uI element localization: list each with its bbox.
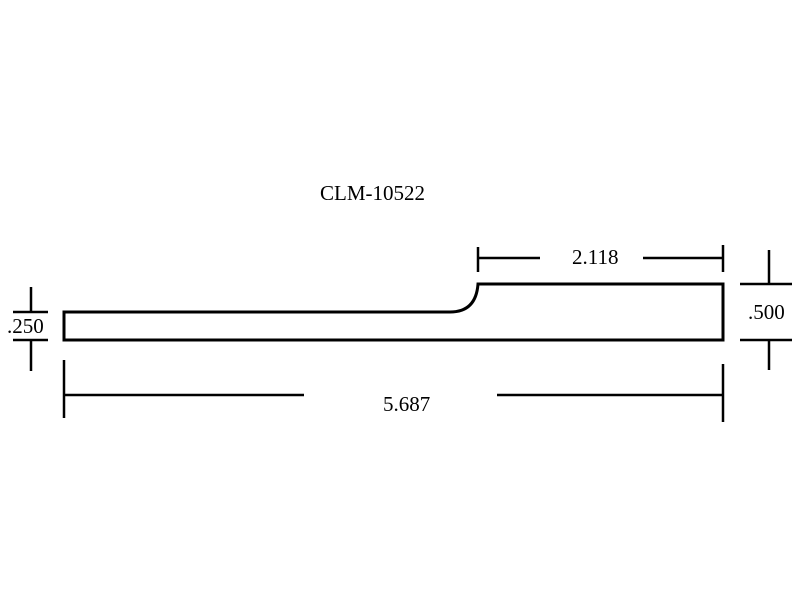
label-2118: 2.118: [572, 245, 619, 269]
dimension-250: [13, 287, 48, 371]
dimension-5687: [62, 360, 725, 422]
dimension-500: [740, 250, 792, 370]
dimension-2118: [476, 245, 725, 272]
label-500: .500: [748, 300, 785, 324]
drawing-title: CLM-10522: [320, 181, 425, 205]
label-250: .250: [7, 314, 44, 338]
label-5687: 5.687: [383, 392, 431, 416]
part-profile: [62, 282, 725, 342]
